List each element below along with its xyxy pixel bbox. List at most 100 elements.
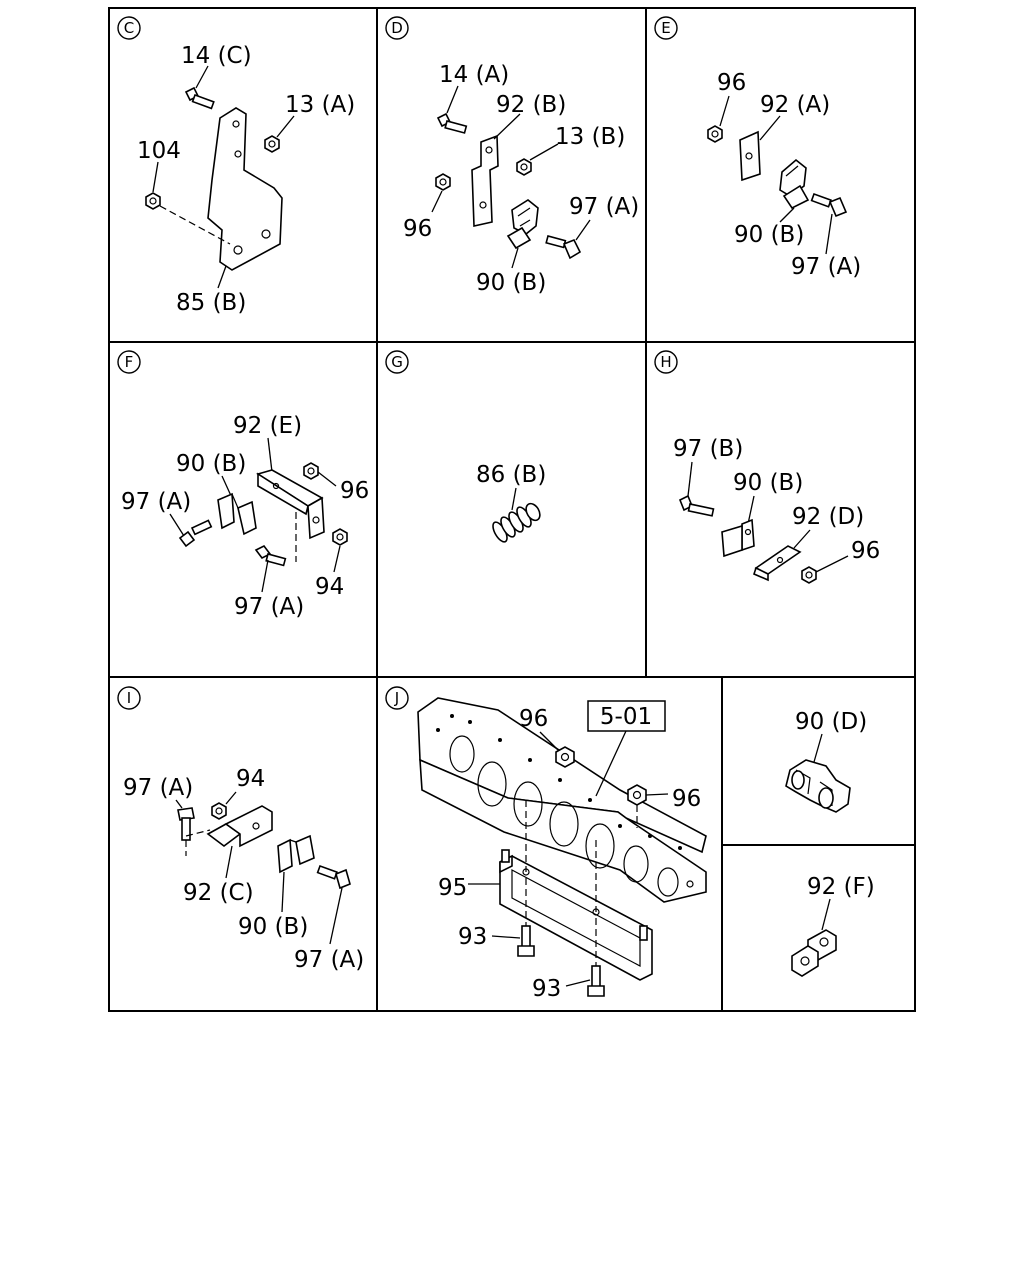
panel-d-letter: D <box>391 19 403 37</box>
label-90b-h: 90 (B) <box>733 470 803 496</box>
nut-icon <box>332 528 348 546</box>
label-94-f: 94 <box>315 574 344 600</box>
panel-h: H 97 (B) 90 (B) 92 (D) 96 <box>654 350 880 584</box>
panel-c: C 14 (C) 13 (A) 104 <box>117 16 355 316</box>
panel-f-letter: F <box>125 353 134 371</box>
label-95: 95 <box>438 875 467 901</box>
nut-icon <box>707 125 723 143</box>
label-92e: 92 (E) <box>233 413 302 439</box>
panel-e-letter: E <box>661 19 670 37</box>
label-90d: 90 (D) <box>795 709 867 735</box>
label-92a-e: 92 (A) <box>760 92 830 118</box>
nut-icon <box>303 462 319 480</box>
bolt-icon <box>436 112 468 134</box>
label-96-j-1: 96 <box>519 706 548 732</box>
label-93-2: 93 <box>532 976 561 1002</box>
label-13b: 13 (B) <box>555 124 625 150</box>
label-92d: 92 (D) <box>792 504 864 530</box>
nut-icon <box>211 802 227 820</box>
panel-i: I 97 (A) 94 92 (C) 90 (B) <box>117 686 364 973</box>
label-93-1: 93 <box>458 924 487 950</box>
panel-g-letter: G <box>391 353 403 371</box>
label-97a-f-2: 97 (A) <box>234 594 304 620</box>
frame-bracket-icon <box>499 849 653 981</box>
nut-icon <box>627 784 647 806</box>
panel-f: F 92 (E) 90 (B) 96 97 (A) <box>117 350 369 620</box>
label-90b-d: 90 (B) <box>476 270 546 296</box>
panel-c-letter: C <box>124 19 134 37</box>
nut-icon <box>435 173 451 191</box>
bracket-plate-icon <box>471 134 499 227</box>
panel-c-marker: C <box>117 16 141 40</box>
panel-d: D 14 (A) 92 (B) 13 (B) 96 <box>385 16 639 296</box>
bracket-plate-icon <box>256 469 325 540</box>
label-96-f: 96 <box>340 478 369 504</box>
bolt-icon <box>810 192 848 218</box>
label-90b-f: 90 (B) <box>176 451 246 477</box>
nut-icon <box>145 192 161 210</box>
panel-j-letter: J <box>394 689 399 707</box>
label-86b: 86 (B) <box>476 462 546 488</box>
bolt-icon <box>184 86 215 110</box>
bracket-plate-icon <box>753 545 802 582</box>
nut-icon <box>801 566 817 584</box>
bolt-icon <box>587 965 605 997</box>
panel-j-marker: J <box>385 686 409 710</box>
nut-icon <box>516 158 532 176</box>
label-13a: 13 (A) <box>285 92 355 118</box>
label-97a-d: 97 (A) <box>569 194 639 220</box>
panel-e-marker: E <box>654 16 678 40</box>
panel-l: 92 (F) <box>791 874 875 977</box>
nut-icon <box>264 135 280 153</box>
panel-d-marker: D <box>385 16 409 40</box>
label-14a: 14 (A) <box>439 62 509 88</box>
panel-h-marker: H <box>654 350 678 374</box>
clamp-icon <box>785 759 851 813</box>
clip-icon <box>721 518 755 558</box>
label-94-i: 94 <box>236 766 265 792</box>
label-85b: 85 (B) <box>176 290 246 316</box>
bolt-icon <box>545 235 582 260</box>
bolt-icon <box>178 519 213 548</box>
label-96-e: 96 <box>717 70 746 96</box>
label-ref-501: 5-01 <box>600 704 652 730</box>
bolt-icon <box>678 494 715 517</box>
crossmember-icon <box>417 697 707 903</box>
panel-k: 90 (D) <box>785 709 867 813</box>
panel-g-marker: G <box>385 350 409 374</box>
bolt-icon <box>254 544 287 567</box>
label-92f: 92 (F) <box>807 874 875 900</box>
clip-icon <box>506 199 539 250</box>
plate-icon <box>739 130 761 182</box>
clip-icon <box>217 492 257 536</box>
label-96-j-2: 96 <box>672 786 701 812</box>
label-104: 104 <box>137 138 181 164</box>
nut-icon <box>555 746 575 768</box>
panel-h-letter: H <box>660 353 671 371</box>
label-92c: 92 (C) <box>183 880 254 906</box>
bolt-icon <box>517 925 535 957</box>
clip-icon <box>277 834 315 874</box>
clip-icon <box>779 158 810 210</box>
label-97a-e: 97 (A) <box>791 254 861 280</box>
grommet-icon <box>492 502 541 543</box>
label-14c: 14 (C) <box>181 43 252 69</box>
label-97a-i-1: 97 (A) <box>123 775 193 801</box>
panel-grid <box>108 7 916 1012</box>
label-97a-f-1: 97 (A) <box>121 489 191 515</box>
panel-j: J 96 <box>385 686 707 1002</box>
panel-e: E 96 92 (A) 90 (B) 97 (A) <box>654 16 861 280</box>
label-92b: 92 (B) <box>496 92 566 118</box>
panel-i-letter: I <box>127 689 131 707</box>
bracket-plate-icon <box>206 805 273 848</box>
panel-g: G 86 (B) <box>385 350 546 543</box>
plate-bracket-icon <box>791 929 837 977</box>
panel-i-marker: I <box>117 686 141 710</box>
label-90b-e: 90 (B) <box>734 222 804 248</box>
label-97b: 97 (B) <box>673 436 743 462</box>
bolt-icon <box>316 864 351 890</box>
label-96-d: 96 <box>403 216 432 242</box>
panel-f-marker: F <box>117 350 141 374</box>
bracket-icon <box>207 107 283 271</box>
